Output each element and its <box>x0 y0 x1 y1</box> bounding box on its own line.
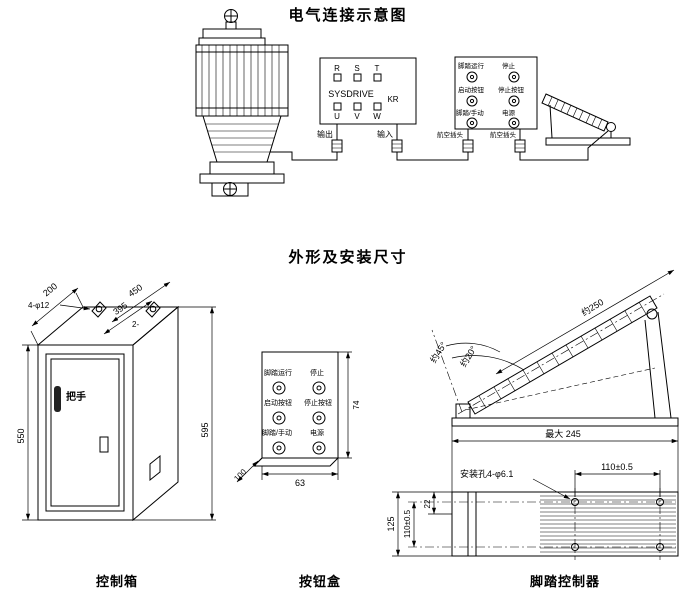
control-box-caption: 控制箱 <box>95 574 138 589</box>
aviation-plug-symbol-left <box>462 139 474 153</box>
mount-holes-label: 安装孔4-φ6.1 <box>460 468 513 479</box>
btn-label-start-btn: 启动按钮 <box>264 398 292 407</box>
electrical-diagram-title: 电气连接示意图 <box>288 7 408 24</box>
button-box-caption: 按钮盒 <box>298 574 341 589</box>
terminal-w-label: W <box>373 112 381 121</box>
aviation-plug-symbol-right <box>514 139 526 153</box>
lifting-lug <box>145 301 161 318</box>
panel-label-start-btn: 启动按钮 <box>458 85 485 94</box>
cables <box>270 130 609 161</box>
dim-22-label: 22 <box>423 499 432 508</box>
pedal-treads <box>547 96 603 129</box>
terminal-r-label: R <box>334 64 340 73</box>
control-box-drawing: 把手 550 595 200 4-φ12 450 <box>16 281 216 522</box>
panel-label-foot-run: 脚踏运行 <box>458 61 485 70</box>
panel-label-stop: 停止 <box>502 61 516 70</box>
handle-icon <box>54 386 61 412</box>
dim-110-vertical-label: 110±0.5 <box>403 509 412 538</box>
lock-icon <box>99 436 109 453</box>
input-label: 输入 <box>377 129 393 139</box>
btn-label-foot-run: 脚踏运行 <box>264 368 292 377</box>
plan-hatch <box>540 495 676 553</box>
driver-brand-label: SYSDRIVE <box>328 89 374 99</box>
btn-label-stop: 停止 <box>310 368 324 377</box>
aviation-plug-label-right: 航空插头 <box>490 130 517 139</box>
input-connector-symbol <box>391 139 403 153</box>
eyebolt-icon <box>224 9 238 23</box>
handle-label: 把手 <box>66 390 86 403</box>
dim-63-label: 63 <box>295 478 305 488</box>
panel-label-power: 电源 <box>502 108 516 117</box>
terminal-s-label: S <box>354 64 359 73</box>
pedal-schematic-drawing <box>541 93 631 146</box>
panel-label-foot-manual: 脚踏/手动 <box>456 108 484 117</box>
hinge-detail <box>149 454 161 482</box>
pushbutton-box-schematic: 脚踏运行 停止 启动按钮 停止按钮 脚踏/手动 电源 航空插头 航空插头 <box>437 56 538 153</box>
aviation-plug-label-left: 航空插头 <box>437 130 464 139</box>
dim-395-label: 395 <box>111 300 129 317</box>
outline-dimensions-title: 外形及安装尺寸 <box>288 249 408 266</box>
driver-model-label: KR <box>387 95 398 104</box>
dim-max-245-label: 最大 245 <box>545 428 581 439</box>
button-box-drawing: 脚踏运行 停止 启动按钮 停止按钮 脚踏/手动 电源 63 100 74 <box>232 351 361 488</box>
terminal-u-label: U <box>334 112 340 121</box>
shroud-slats <box>206 123 278 153</box>
dim-200-label: 200 <box>41 281 59 298</box>
dim-angle-20-label: 约20° <box>457 343 479 368</box>
btn-label-foot-manual: 脚踏/手动 <box>262 428 292 437</box>
dim-angle-45-label: 约45° <box>427 339 449 364</box>
dim-595-label: 595 <box>200 422 210 437</box>
terminal-t-label: T <box>375 64 380 73</box>
driver-box-drawing: R S T SYSDRIVE KR U V W 输出 输入 <box>317 57 417 153</box>
pedal-tread-hatch <box>478 301 647 409</box>
dim-450-label: 450 <box>126 282 144 299</box>
pedal-caption: 脚踏控制器 <box>529 574 600 589</box>
dim-250-label: 约250 <box>579 296 605 318</box>
pedal-drawing: 约45° 约20° 约250 最大 245 110±0.5 安装孔4-φ6.1 <box>386 269 679 560</box>
dim-2-label: 2- <box>132 320 139 329</box>
dim-125-label: 125 <box>386 516 396 531</box>
panel-label-stop-btn: 停止按钮 <box>498 85 525 94</box>
btn-label-power: 电源 <box>310 428 324 437</box>
dim-height-label: 74 <box>352 400 361 409</box>
motor-drawing <box>195 9 289 197</box>
dim-4-holes-label: 4-φ12 <box>28 301 50 310</box>
mount-crosshair-icon <box>223 182 237 196</box>
output-connector-symbol <box>331 139 343 153</box>
dim-110-span-label: 110±0.5 <box>601 462 633 472</box>
dim-550-label: 550 <box>16 428 26 443</box>
lifting-lug <box>91 301 107 318</box>
motor-fins <box>201 45 280 116</box>
dim-depth-label: 100 <box>232 467 248 483</box>
btn-label-stop-btn: 停止按钮 <box>304 398 332 407</box>
terminal-v-label: V <box>354 112 360 121</box>
output-label: 输出 <box>317 129 333 139</box>
